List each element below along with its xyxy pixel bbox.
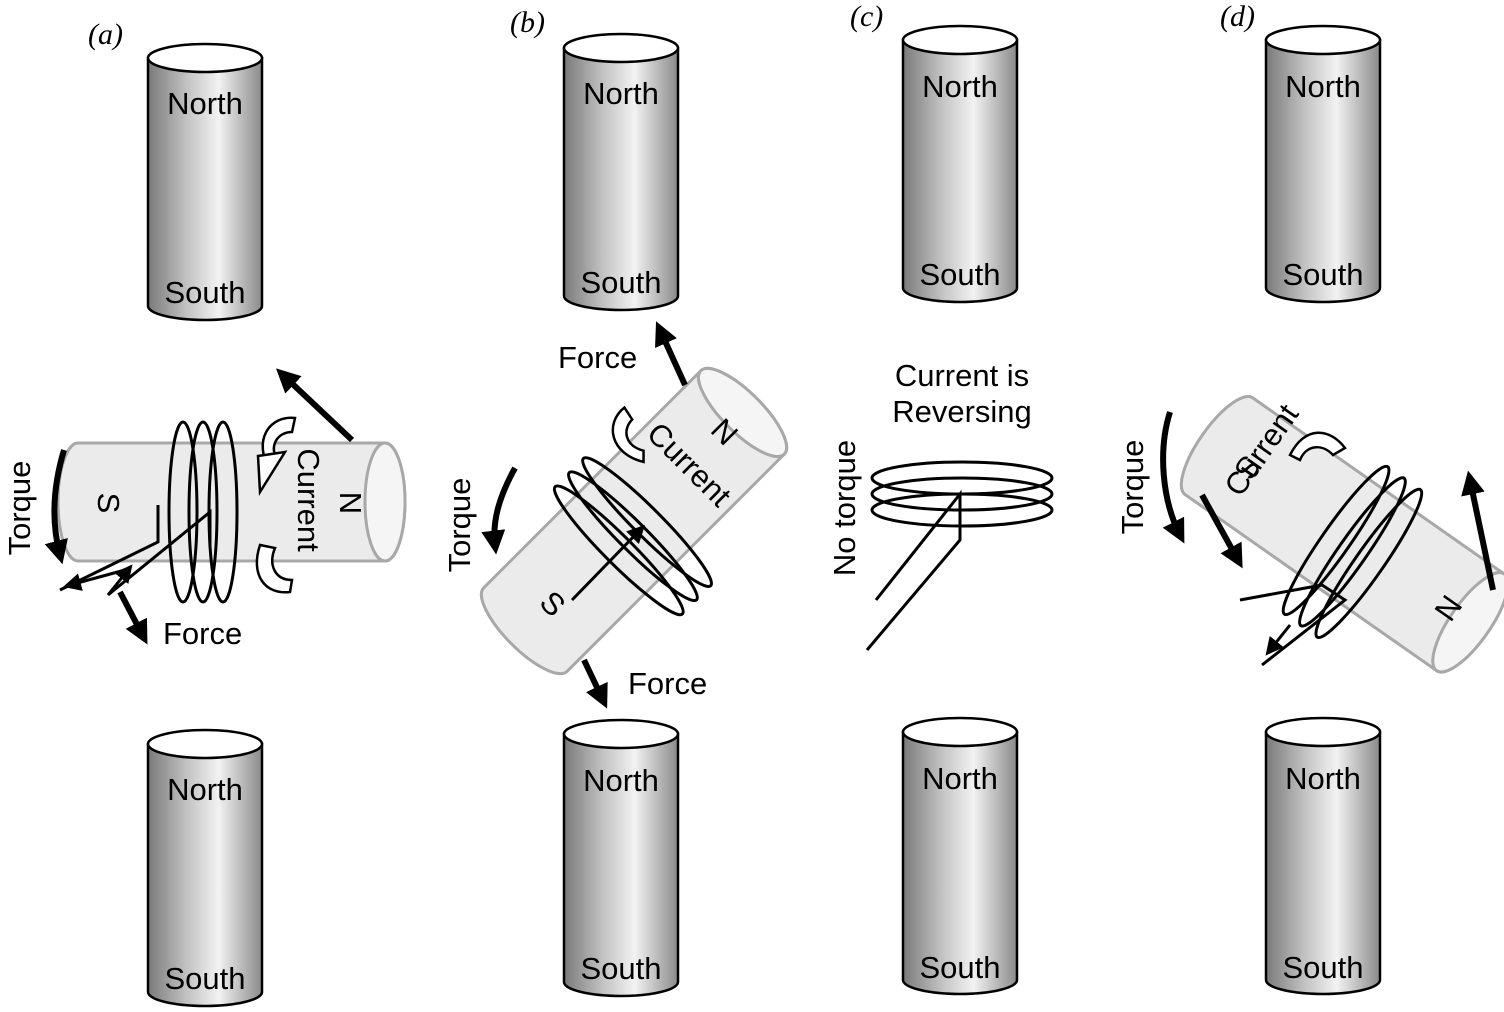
pole-south-label: South bbox=[1282, 257, 1363, 292]
panel-label-b: (b) bbox=[510, 6, 545, 39]
force-arrow-down-b bbox=[581, 658, 608, 709]
panel-label-c: (c) bbox=[850, 0, 883, 33]
coil-loop bbox=[870, 476, 1054, 512]
current-curl-arrow bbox=[255, 543, 294, 594]
force-arrow-up-a bbox=[276, 368, 355, 443]
pole-south-label: South bbox=[164, 961, 245, 996]
pole-north-label: North bbox=[1285, 69, 1361, 104]
pole-magnet-bottom-c: North South bbox=[901, 716, 1019, 996]
current-arrow bbox=[106, 564, 133, 596]
coil-loop bbox=[1281, 464, 1391, 617]
rotor-north-label: N bbox=[333, 492, 368, 514]
pole-magnet-top-b: North South bbox=[562, 32, 680, 312]
force-label-bottom-b: Force bbox=[628, 666, 707, 701]
torque-arrow-a bbox=[44, 449, 68, 565]
force-arrow-down-a bbox=[117, 590, 148, 645]
pole-magnet-bottom-b: North South bbox=[562, 718, 680, 998]
lead-wire bbox=[1239, 583, 1348, 667]
torque-arrow-b bbox=[481, 466, 518, 555]
pole-south-label: South bbox=[919, 950, 1000, 985]
torque-label-b: Torque bbox=[442, 478, 477, 573]
panel-label-d: (d) bbox=[1220, 0, 1255, 33]
torque-label-a: Torque bbox=[2, 461, 37, 556]
pole-north-label: North bbox=[922, 69, 998, 104]
lead-wire bbox=[865, 489, 962, 651]
rotor-d: S N bbox=[1179, 395, 1504, 674]
no-torque-label: No torque bbox=[827, 440, 862, 576]
coil-c bbox=[865, 460, 1054, 651]
force-arrow-down-d bbox=[1199, 493, 1243, 569]
pole-north-label: North bbox=[167, 772, 243, 807]
rotor-a: S N Current bbox=[56, 416, 407, 604]
pole-magnet-top-d: North South bbox=[1264, 24, 1382, 304]
coil-loop bbox=[1298, 476, 1407, 628]
pole-south-label: South bbox=[1282, 950, 1363, 985]
panel-label-a: (a) bbox=[88, 18, 123, 51]
lead-wire bbox=[107, 508, 212, 597]
coil-loop bbox=[1314, 487, 1424, 640]
pole-south-label: South bbox=[164, 275, 245, 310]
current-label: Current bbox=[291, 448, 326, 552]
current-curl-arrow bbox=[611, 405, 645, 464]
current-curl-arrow bbox=[1288, 431, 1347, 462]
current-arrow bbox=[570, 524, 646, 602]
force-label-top-b: Force bbox=[558, 340, 637, 375]
pole-magnet-top-a: North South bbox=[146, 42, 264, 322]
force-arrow-up-d bbox=[1461, 470, 1496, 591]
pole-south-label: South bbox=[580, 265, 661, 300]
pole-north-label: North bbox=[922, 761, 998, 796]
torque-arrow-d bbox=[1160, 411, 1185, 544]
pole-south-label: South bbox=[919, 257, 1000, 292]
current-reversing-line1: Current is bbox=[895, 358, 1029, 393]
pole-magnet-bottom-a: North South bbox=[146, 728, 264, 1008]
pole-south-label: South bbox=[580, 951, 661, 986]
rotor-b: S N Current bbox=[479, 366, 789, 676]
pole-magnet-top-c: North South bbox=[901, 24, 1019, 304]
current-arrow bbox=[1265, 624, 1292, 656]
pole-north-label: North bbox=[583, 76, 659, 111]
force-arrow-up-b bbox=[655, 321, 688, 387]
pole-north-label: North bbox=[583, 763, 659, 798]
pole-magnet-bottom-d: North South bbox=[1264, 716, 1382, 996]
pole-north-label: North bbox=[167, 86, 243, 121]
rotor-south-label: S bbox=[91, 493, 126, 514]
coil-loop bbox=[167, 420, 199, 604]
coil-loop bbox=[187, 420, 219, 604]
force-label-a: Force bbox=[163, 616, 242, 651]
current-reversing-line2: Reversing bbox=[892, 394, 1032, 429]
current-curl-arrowhead bbox=[256, 450, 288, 497]
pole-north-label: North bbox=[1285, 761, 1361, 796]
lead-wire bbox=[59, 505, 160, 592]
torque-label-d: Torque bbox=[1115, 440, 1150, 535]
coil-loop bbox=[870, 492, 1054, 528]
